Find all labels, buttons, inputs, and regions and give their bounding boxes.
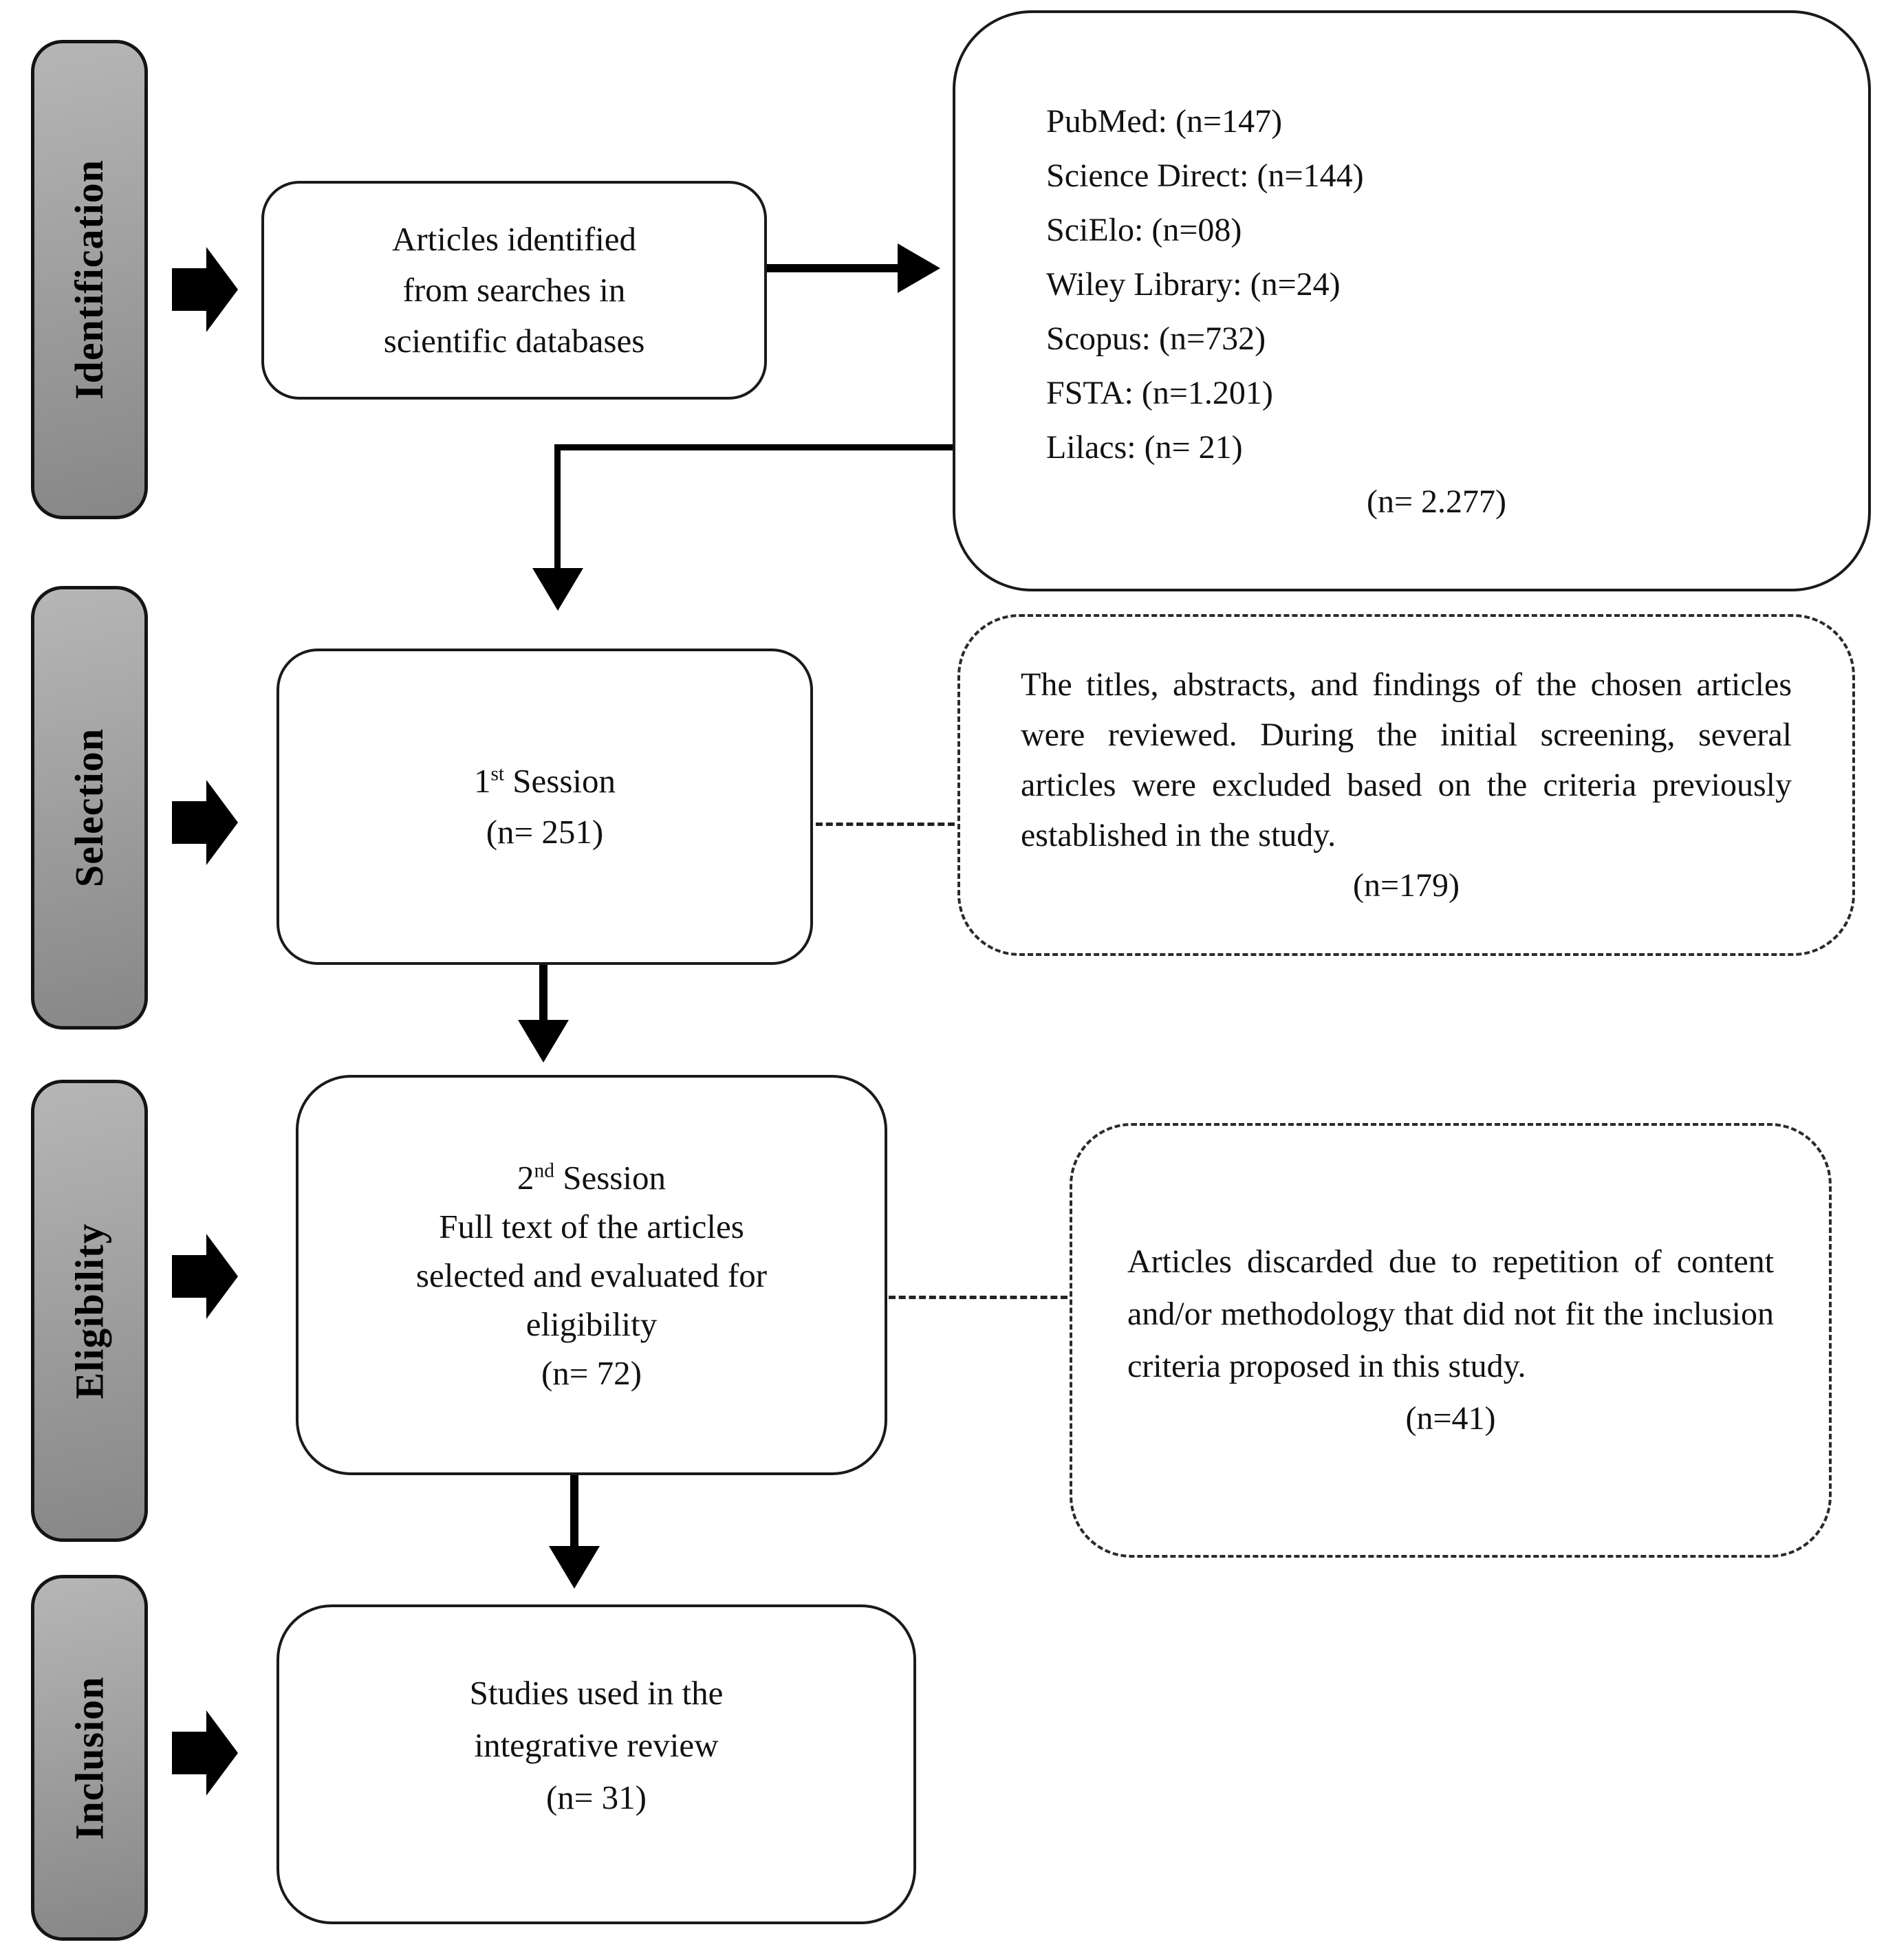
databases-total-count: (n= 2.277) bbox=[1366, 483, 1507, 520]
eligibility-block-arrow-icon bbox=[172, 1234, 238, 1319]
stage-inclusion: Inclusion bbox=[31, 1575, 148, 1941]
database-count: PubMed: (n=147) bbox=[1046, 103, 1283, 140]
stage-eligibility: Eligibility bbox=[31, 1080, 148, 1542]
identification-block-arrow-icon bbox=[172, 247, 238, 332]
identified-box: Articles identified from searches in sci… bbox=[261, 181, 767, 400]
databases-elbow-horizontal-line bbox=[554, 444, 953, 450]
session2-box: 2nd Session Full text of the articles se… bbox=[296, 1075, 887, 1475]
identified-line: Articles identified bbox=[391, 220, 637, 258]
identified-to-databases-arrowhead-icon bbox=[898, 243, 940, 293]
included-line: (n= 31) bbox=[545, 1778, 647, 1816]
included-line: Studies used in the bbox=[469, 1674, 724, 1712]
session2-ordinal: nd bbox=[534, 1159, 554, 1182]
screening-note-box: The titles, abstracts, and findings of t… bbox=[957, 614, 1855, 956]
session2-to-included-line bbox=[570, 1475, 578, 1549]
databases-box: PubMed: (n=147) Science Direct: (n=144) … bbox=[953, 10, 1871, 591]
session1-count: (n= 251) bbox=[486, 813, 604, 851]
database-count: Scopus: (n=732) bbox=[1046, 320, 1266, 357]
database-count: SciElo: (n=08) bbox=[1046, 212, 1242, 248]
screening-note-text: The titles, abstracts, and findings of t… bbox=[1021, 666, 1792, 853]
included-line: integrative review bbox=[474, 1726, 719, 1764]
screening-note-count: (n=179) bbox=[1352, 867, 1460, 904]
session1-to-session2-line bbox=[539, 965, 548, 1023]
session2-line: selected and evaluated for bbox=[415, 1256, 768, 1294]
session1-label: Session bbox=[512, 762, 616, 800]
discarded-note-count: (n=41) bbox=[1405, 1400, 1496, 1437]
discarded-note-text: Articles discarded due to repetition of … bbox=[1127, 1243, 1774, 1384]
session2-title: 2nd Session bbox=[517, 1153, 666, 1202]
databases-to-session1-arrowhead-icon bbox=[532, 568, 583, 611]
session2-count: (n= 72) bbox=[541, 1353, 642, 1392]
session1-to-session2-arrowhead-icon bbox=[518, 1020, 569, 1063]
session2-to-discarded-note-dashed-line bbox=[889, 1296, 1067, 1299]
session1-ordinal: st bbox=[490, 763, 505, 785]
session1-title: 1st Session bbox=[474, 756, 616, 807]
stage-eligibility-label: Eligibility bbox=[67, 1223, 112, 1399]
identified-line: from searches in bbox=[402, 271, 626, 309]
identified-to-databases-line bbox=[767, 264, 902, 272]
selection-block-arrow-icon bbox=[172, 780, 238, 865]
stage-inclusion-label: Inclusion bbox=[67, 1676, 112, 1840]
session1-to-screening-note-dashed-line bbox=[816, 823, 955, 826]
databases-elbow-vertical-line bbox=[554, 444, 561, 569]
identified-line: scientific databases bbox=[383, 322, 645, 360]
inclusion-block-arrow-icon bbox=[172, 1710, 238, 1796]
database-count: Wiley Library: (n=24) bbox=[1046, 266, 1341, 303]
session1-box: 1st Session (n= 251) bbox=[277, 649, 813, 965]
session1-number: 1 bbox=[473, 762, 491, 800]
included-box: Studies used in the integrative review (… bbox=[277, 1604, 916, 1924]
stage-selection: Selection bbox=[31, 586, 148, 1030]
database-count: Science Direct: (n=144) bbox=[1046, 157, 1364, 194]
discarded-note-box: Articles discarded due to repetition of … bbox=[1070, 1123, 1832, 1558]
session2-to-included-arrowhead-icon bbox=[549, 1546, 600, 1589]
session2-line: eligibility bbox=[525, 1305, 658, 1343]
session2-number: 2 bbox=[517, 1158, 534, 1197]
stage-identification: Identification bbox=[31, 40, 148, 519]
database-count: FSTA: (n=1.201) bbox=[1046, 375, 1273, 411]
database-count: Lilacs: (n= 21) bbox=[1046, 429, 1243, 466]
stage-selection-label: Selection bbox=[67, 728, 112, 888]
stage-identification-label: Identification bbox=[67, 159, 112, 400]
session2-line: Full text of the articles bbox=[439, 1207, 744, 1245]
session2-label: Session bbox=[563, 1158, 666, 1197]
